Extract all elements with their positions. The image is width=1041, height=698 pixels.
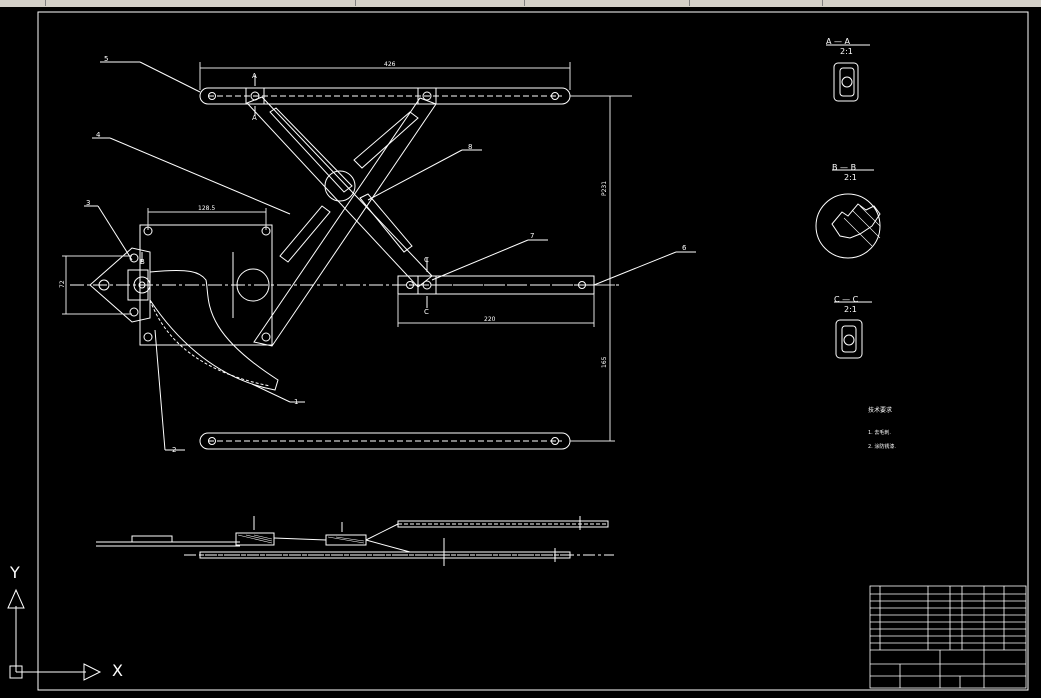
- dim-bracket-length: 128.5: [198, 205, 215, 212]
- part-label-6: 6: [682, 244, 687, 252]
- section-b-scale: 2:1: [844, 173, 857, 182]
- part-label-3: 3: [86, 199, 90, 207]
- part-label-2: 2: [172, 446, 176, 454]
- toolbar-segment[interactable]: [692, 0, 823, 6]
- toolbar-segment[interactable]: [0, 0, 46, 6]
- dim-middle-rail-length: 220: [484, 316, 496, 323]
- lift-arm-a: [246, 96, 433, 288]
- section-c-detail: [834, 301, 872, 359]
- notes-line-1: 1. 去毛刺.: [868, 429, 891, 436]
- dim-height-lower: 165: [601, 356, 608, 368]
- part-label-4: 4: [96, 131, 101, 139]
- application-toolbar-strip: [0, 0, 1041, 7]
- mark-c-bottom: C: [424, 308, 429, 316]
- section-b-title: B — B: [832, 163, 856, 172]
- cad-drawing-canvas[interactable]: 426 128.5 220 P231 165 72 5 4 3 2 1 8 7 …: [0, 7, 1041, 694]
- part-label-1: 1: [294, 398, 298, 406]
- lift-arm-b: [253, 97, 437, 347]
- part-label-7: 7: [530, 232, 534, 240]
- drawing-frame: [37, 11, 1029, 691]
- toolbar-segment[interactable]: [527, 0, 690, 6]
- mark-a-top: A: [252, 72, 257, 80]
- section-c-scale: 2:1: [844, 305, 857, 314]
- toothed-sector: [149, 269, 279, 391]
- section-b-detail: [815, 169, 881, 259]
- dim-left-height: 72: [59, 280, 66, 288]
- part-label-5: 5: [104, 55, 108, 63]
- section-a-detail: [826, 44, 870, 102]
- part-label-8: 8: [468, 143, 472, 151]
- notes-title: 技术要求: [868, 406, 892, 414]
- section-a-title: A — A: [826, 37, 851, 46]
- window-regulator-drawing: 426 128.5 220 P231 165 72 5 4 3 2 1 8 7 …: [7, 11, 1029, 691]
- section-markers: [141, 74, 428, 308]
- title-block: [869, 585, 1027, 689]
- dimension-lines: [62, 62, 632, 442]
- mark-c-top: C: [424, 256, 429, 264]
- axis-x-label: X: [112, 661, 123, 680]
- notes-line-2: 2. 涂防锈漆.: [868, 443, 896, 450]
- toolbar-segment[interactable]: [45, 0, 356, 6]
- section-a-scale: 2:1: [840, 47, 853, 56]
- ucs-axis-icon: [7, 588, 102, 681]
- section-c-title: C — C: [834, 295, 859, 304]
- axis-y-label: Y: [9, 563, 20, 582]
- mark-b: B: [140, 258, 145, 266]
- dim-height-total: P231: [601, 181, 608, 196]
- mark-a-bottom: A: [252, 114, 257, 122]
- toolbar-segment[interactable]: [368, 0, 525, 6]
- top-rail: [199, 87, 571, 105]
- dim-top-length: 426: [384, 61, 396, 68]
- leader-lines: [84, 61, 696, 451]
- base-bracket: [139, 224, 273, 346]
- bottom-rail: [199, 432, 571, 450]
- side-view: [96, 516, 614, 566]
